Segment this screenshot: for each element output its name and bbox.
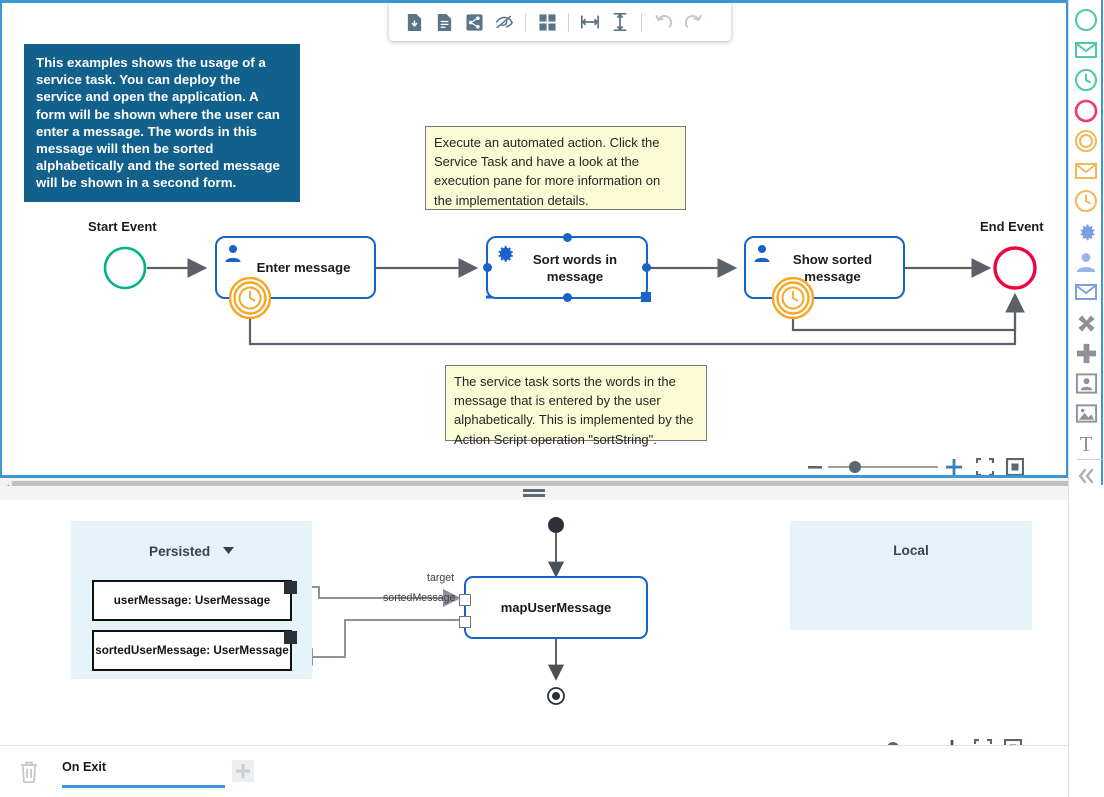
- process-editor-panel: This examples shows the usage of a servi…: [0, 0, 1068, 478]
- task-sort-words-in-message[interactable]: Sort words in message: [483, 233, 651, 302]
- save-download-icon[interactable]: [399, 7, 429, 37]
- start-event-label: Start Event: [88, 219, 157, 234]
- resize-handle-left[interactable]: [483, 263, 492, 272]
- data-object-user-message[interactable]: userMessage: UserMessage: [92, 580, 297, 621]
- data-object-sorted-user-message[interactable]: sortedUserMessage: UserMessage: [92, 630, 297, 671]
- trash-icon[interactable]: [18, 760, 40, 784]
- boundary-timer-event-enter-message[interactable]: [228, 276, 272, 320]
- annotation-sort-description: The service task sorts the words in the …: [445, 365, 707, 447]
- boundary-event-icon[interactable]: [1069, 126, 1103, 156]
- palette-divider: [1077, 459, 1103, 460]
- zoom-out-icon[interactable]: [802, 456, 828, 475]
- timer-boundary-event-icon[interactable]: [1069, 186, 1103, 216]
- data-object-port[interactable]: [284, 581, 297, 594]
- document-icon[interactable]: [429, 7, 459, 37]
- undo-icon[interactable]: [648, 7, 678, 37]
- info-description-text: This examples shows the usage of a servi…: [36, 55, 280, 191]
- port-label-sorted-message: sortedMessage: [383, 592, 456, 604]
- end-event-circle-icon[interactable]: [1069, 96, 1103, 126]
- data-object-label: userMessage: UserMessage: [113, 594, 271, 607]
- map-user-message-node[interactable]: mapUserMessage: [459, 576, 648, 639]
- boundary-timer-event-show-sorted-message[interactable]: [771, 276, 815, 320]
- user-task-person-icon: [223, 243, 243, 267]
- zoom-slider[interactable]: [828, 459, 938, 475]
- grid-layout-icon[interactable]: [532, 7, 562, 37]
- svg-text:T: T: [1080, 432, 1093, 454]
- data-object-port[interactable]: [284, 631, 297, 644]
- annotation-text: Execute an automated action. Click the S…: [434, 135, 661, 208]
- data-object-label: sortedUserMessage: UserMessage: [95, 644, 289, 657]
- timer-start-event-icon[interactable]: [1069, 65, 1103, 95]
- annotation-text: The service task sorts the words in the …: [454, 374, 694, 447]
- map-node-label: mapUserMessage: [500, 600, 612, 615]
- task-show-sorted-message[interactable]: Show sorted message: [744, 236, 905, 299]
- panel-splitter[interactable]: [0, 486, 1068, 500]
- message-task-icon[interactable]: [1069, 277, 1103, 307]
- toolbar-separator: [525, 12, 526, 32]
- fit-screen-icon[interactable]: [970, 455, 1000, 475]
- image-icon[interactable]: [1069, 398, 1103, 428]
- redo-icon[interactable]: [678, 7, 708, 37]
- toolbar-separator: [641, 12, 642, 32]
- shape-palette: T: [1068, 0, 1104, 797]
- input-port-sorted-message[interactable]: [459, 616, 471, 628]
- bpmn-canvas[interactable]: This examples shows the usage of a servi…: [2, 3, 1066, 475]
- terminate-cross-icon[interactable]: [1069, 308, 1103, 338]
- service-task-gear-icon: [494, 243, 516, 269]
- splitter-grip[interactable]: [523, 487, 545, 499]
- script-tab-bar: On Exit: [0, 745, 1104, 797]
- align-horizontal-icon[interactable]: [575, 7, 605, 37]
- tab-active-underline: [62, 785, 225, 788]
- message-start-event-icon[interactable]: [1069, 35, 1103, 65]
- toolbar-separator: [568, 12, 569, 32]
- fit-screen-icon[interactable]: [968, 736, 998, 760]
- tab-on-exit[interactable]: On Exit: [62, 758, 225, 788]
- resize-handle-top[interactable]: [562, 233, 572, 242]
- text-annotation-icon[interactable]: T: [1069, 428, 1103, 458]
- zoom-slider-track: [828, 466, 938, 468]
- fit-selection-icon[interactable]: [1000, 455, 1030, 475]
- share-icon[interactable]: [459, 7, 489, 37]
- editor-toolbar[interactable]: [389, 3, 731, 41]
- end-event-label: End Event: [980, 219, 1044, 234]
- local-title: Local: [893, 543, 929, 558]
- chevron-down-icon[interactable]: [223, 543, 234, 558]
- hide-eye-icon[interactable]: [489, 7, 519, 37]
- add-tab-button[interactable]: [232, 760, 254, 782]
- task-label: Show sorted message: [792, 251, 873, 284]
- resize-handle-bottom[interactable]: [562, 293, 572, 302]
- resize-handle-corner[interactable]: [641, 292, 651, 302]
- user-task-person-icon: [752, 243, 772, 267]
- task-label: Sort words in message: [532, 251, 618, 284]
- zoom-slider-thumb[interactable]: [848, 461, 861, 473]
- start-event-circle-icon[interactable]: [1069, 5, 1103, 35]
- add-plus-icon[interactable]: [1069, 338, 1103, 368]
- annotation-service-task: Execute an automated action. Click the S…: [425, 126, 686, 210]
- task-label: Enter message: [256, 260, 351, 275]
- zoom-in-icon[interactable]: [938, 455, 970, 475]
- collapse-palette-icon[interactable]: [1069, 461, 1103, 491]
- user-task-person-icon[interactable]: [1069, 247, 1103, 277]
- user-form-icon[interactable]: [1069, 368, 1103, 398]
- persisted-title-row[interactable]: Persisted: [71, 543, 312, 559]
- input-port-target[interactable]: [459, 594, 471, 606]
- info-description-box: This examples shows the usage of a servi…: [24, 44, 300, 202]
- mapping-canvas[interactable]: Persisted userMessage: UserMessage sorte…: [0, 494, 1104, 797]
- resize-handle-right[interactable]: [642, 263, 651, 272]
- tab-on-exit-label: On Exit: [62, 760, 107, 774]
- message-boundary-event-icon[interactable]: [1069, 156, 1103, 186]
- align-vertical-icon[interactable]: [605, 7, 635, 37]
- persisted-title: Persisted: [149, 544, 211, 559]
- top-zoom-controls[interactable]: [802, 455, 1030, 475]
- palette-scroll-region: [1069, 0, 1103, 485]
- service-task-gear-icon[interactable]: [1069, 217, 1103, 247]
- local-region: Local: [790, 521, 1032, 630]
- port-label-target: target: [427, 572, 455, 584]
